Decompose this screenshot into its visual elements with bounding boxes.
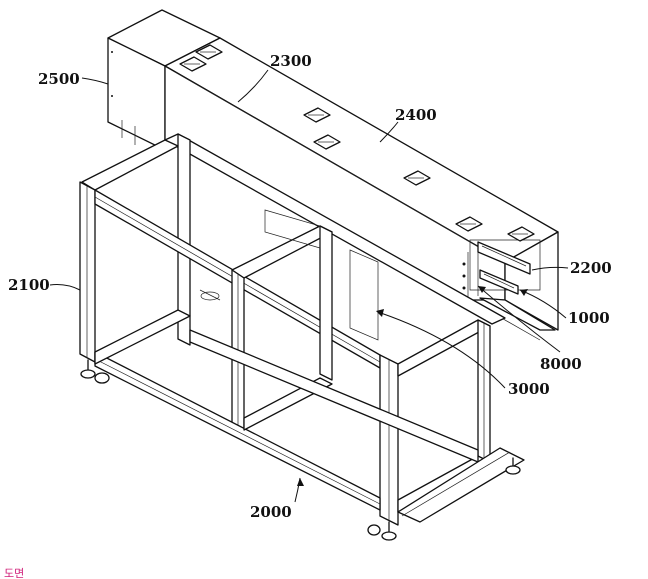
arrow-1000 — [520, 289, 528, 296]
label-1000: 1000 — [568, 309, 610, 327]
clamp-3 — [303, 107, 331, 123]
leader-2300 — [237, 69, 269, 103]
housing-body-2300-2400 — [164, 37, 559, 341]
clamp-6 — [455, 216, 483, 232]
clamp-7 — [507, 226, 535, 242]
leader-8000 — [477, 285, 561, 353]
clamp-1 — [195, 44, 223, 60]
corner-caption: 도면 — [4, 567, 24, 579]
clamp-group — [179, 44, 535, 242]
leader-2500 — [81, 77, 109, 85]
leader-2400 — [379, 121, 399, 143]
leader-2100 — [49, 284, 81, 291]
leader-2200 — [531, 266, 569, 271]
label-2000: 2000 — [250, 503, 292, 521]
leader-3000 — [377, 311, 506, 389]
label-2200: 2200 — [570, 259, 612, 277]
label-3000: 3000 — [508, 380, 550, 398]
clamp-2 — [179, 56, 207, 72]
clamp-5 — [403, 170, 431, 186]
label-2100: 2100 — [8, 276, 50, 294]
arrow-8000 — [478, 286, 486, 293]
rail-assembly-1000 — [462, 262, 519, 295]
rail-assembly-2200 — [477, 241, 531, 275]
clamp-4 — [313, 134, 341, 150]
arrow-3000 — [376, 309, 384, 317]
label-8000: 8000 — [540, 355, 582, 373]
caster-rear-right — [505, 457, 521, 475]
frame-2000 — [79, 133, 525, 526]
caster-front-right — [367, 521, 397, 541]
label-2400: 2400 — [395, 106, 437, 124]
label-2300: 2300 — [270, 52, 312, 70]
arrow-2000 — [297, 478, 304, 486]
leader-lines — [49, 69, 569, 503]
caster-front-left — [80, 359, 110, 384]
label-2500: 2500 — [38, 70, 80, 88]
interior-panel-3000 — [199, 209, 379, 341]
